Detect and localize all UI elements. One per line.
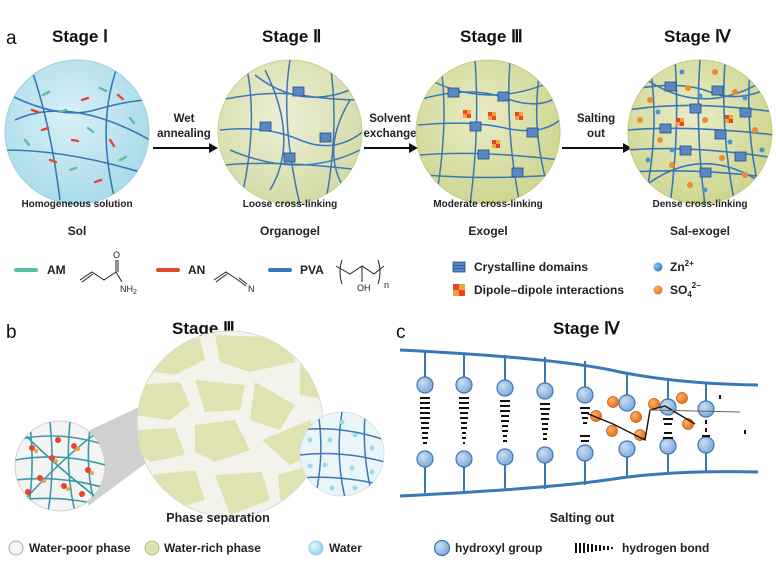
legend-an: AN N — [156, 263, 255, 294]
legend-am: AM O NH2 — [14, 250, 137, 296]
crystalline-domains-s3 — [447, 87, 539, 178]
zoom-cone-left — [88, 402, 150, 506]
legend-water-poor-label: Water-poor phase — [29, 541, 131, 555]
legend-am-label: AM — [47, 263, 66, 277]
an-structure-icon — [213, 271, 248, 287]
arrow-3-line2: out — [587, 128, 605, 140]
legend-hydroxyl-label: hydroxyl group — [455, 541, 542, 555]
legend-water-poor: Water-poor phase — [8, 540, 131, 556]
stage-1-sol-circle — [4, 59, 150, 205]
an-monomers — [30, 93, 125, 184]
stage-3-caption: Moderate cross-linking — [433, 199, 542, 210]
stage-1-caption: Homogeneous solution — [21, 199, 132, 210]
arrow-1-line1: Wet — [174, 113, 195, 125]
crystalline-domains-s4 — [659, 81, 752, 178]
crack-lines-c — [585, 405, 741, 442]
dipole-interactions-s4 — [676, 115, 733, 126]
water-molecules-zoom — [307, 419, 375, 491]
legend-dipole-label: Dipole–dipole interactions — [474, 283, 624, 297]
am-monomers — [23, 86, 136, 172]
panel-b-label: b — [6, 322, 17, 343]
legend-crystalline-label: Crystalline domains — [474, 260, 588, 274]
legend-hydroxyl: hydroxyl group — [433, 539, 542, 557]
stage-3-exogel-circle — [415, 59, 561, 205]
dipole-clusters — [25, 437, 91, 497]
arrow-salting-out — [562, 143, 632, 153]
arrow-2-line2: exchange — [363, 128, 416, 140]
legend-pva: PVA OH n — [268, 259, 389, 293]
hydrogen-bonds-c — [420, 395, 746, 444]
stage-4-name: Sal-exogel — [670, 224, 730, 238]
legend-water: Water — [308, 540, 362, 556]
arrow-wet-annealing — [153, 143, 218, 153]
stage-4-caption: Dense cross-linking — [652, 199, 747, 210]
stage-2-caption: Loose cross-linking — [243, 199, 337, 210]
pva-oh-label: OH — [357, 283, 371, 293]
legend-water-rich-label: Water-rich phase — [164, 541, 261, 555]
panel-a-label: a — [6, 28, 17, 49]
stage-1-name: Sol — [68, 224, 87, 238]
legend-pva-label: PVA — [300, 263, 324, 277]
legend-crystalline: Crystalline domains — [452, 260, 588, 274]
legend-water-rich: Water-rich phase — [144, 540, 261, 556]
pva-structure-icon — [335, 259, 385, 285]
arrow-2-line1: Solvent — [369, 113, 411, 125]
pva-n-label: n — [384, 280, 389, 290]
arrow-solvent-exchange — [364, 143, 418, 153]
am-o-label: O — [113, 250, 120, 260]
stage-3-name: Exogel — [468, 224, 507, 238]
panel-c-title: Stage Ⅳ — [553, 319, 621, 338]
crystalline-domains-s2 — [259, 86, 332, 163]
legend-hbond: hydrogen bond — [575, 541, 709, 555]
legend-so4: SO42− — [653, 281, 701, 299]
stage-4-sal-exogel-circle — [627, 59, 773, 205]
so4-ions-c — [590, 392, 694, 441]
so4-ions-s4 — [637, 69, 758, 188]
legend-zn-label: Zn2+ — [670, 259, 694, 274]
legend-zn: Zn2+ — [653, 259, 694, 274]
zn-ions-s4 — [645, 69, 765, 193]
arrow-1-line2: annealing — [157, 128, 211, 140]
stage-3-title: Stage Ⅲ — [460, 27, 523, 46]
arrow-3-line1: Salting — [577, 113, 615, 125]
an-n-label: N — [248, 284, 255, 294]
panel-c-caption: Salting out — [550, 511, 615, 525]
panel-b-caption: Phase separation — [166, 511, 270, 525]
stage-2-title: Stage Ⅱ — [262, 27, 321, 46]
legend-an-label: AN — [188, 263, 205, 277]
stage-1-title: Stage Ⅰ — [52, 27, 108, 46]
am-structure-icon — [79, 260, 123, 283]
am-nh2-label: NH2 — [120, 284, 137, 296]
legend-hbond-label: hydrogen bond — [622, 541, 709, 555]
zoom-water-rich-circle — [299, 411, 385, 497]
legend-dipole: Dipole–dipole interactions — [453, 283, 624, 297]
dipole-interactions-s3 — [463, 110, 523, 148]
panel-c-label: c — [396, 322, 406, 343]
legend-so4-label: SO42− — [670, 281, 701, 299]
legend-water-label: Water — [329, 541, 362, 555]
stage-2-name: Organogel — [260, 224, 320, 238]
stage-4-title: Stage Ⅳ — [664, 27, 732, 46]
hydroxyl-groups-c — [416, 351, 715, 493]
polymer-chains-c — [399, 348, 759, 498]
zoom-water-poor-circle — [14, 420, 106, 512]
phase-separation-circle — [136, 330, 324, 518]
stage-2-organogel-circle — [217, 59, 363, 205]
